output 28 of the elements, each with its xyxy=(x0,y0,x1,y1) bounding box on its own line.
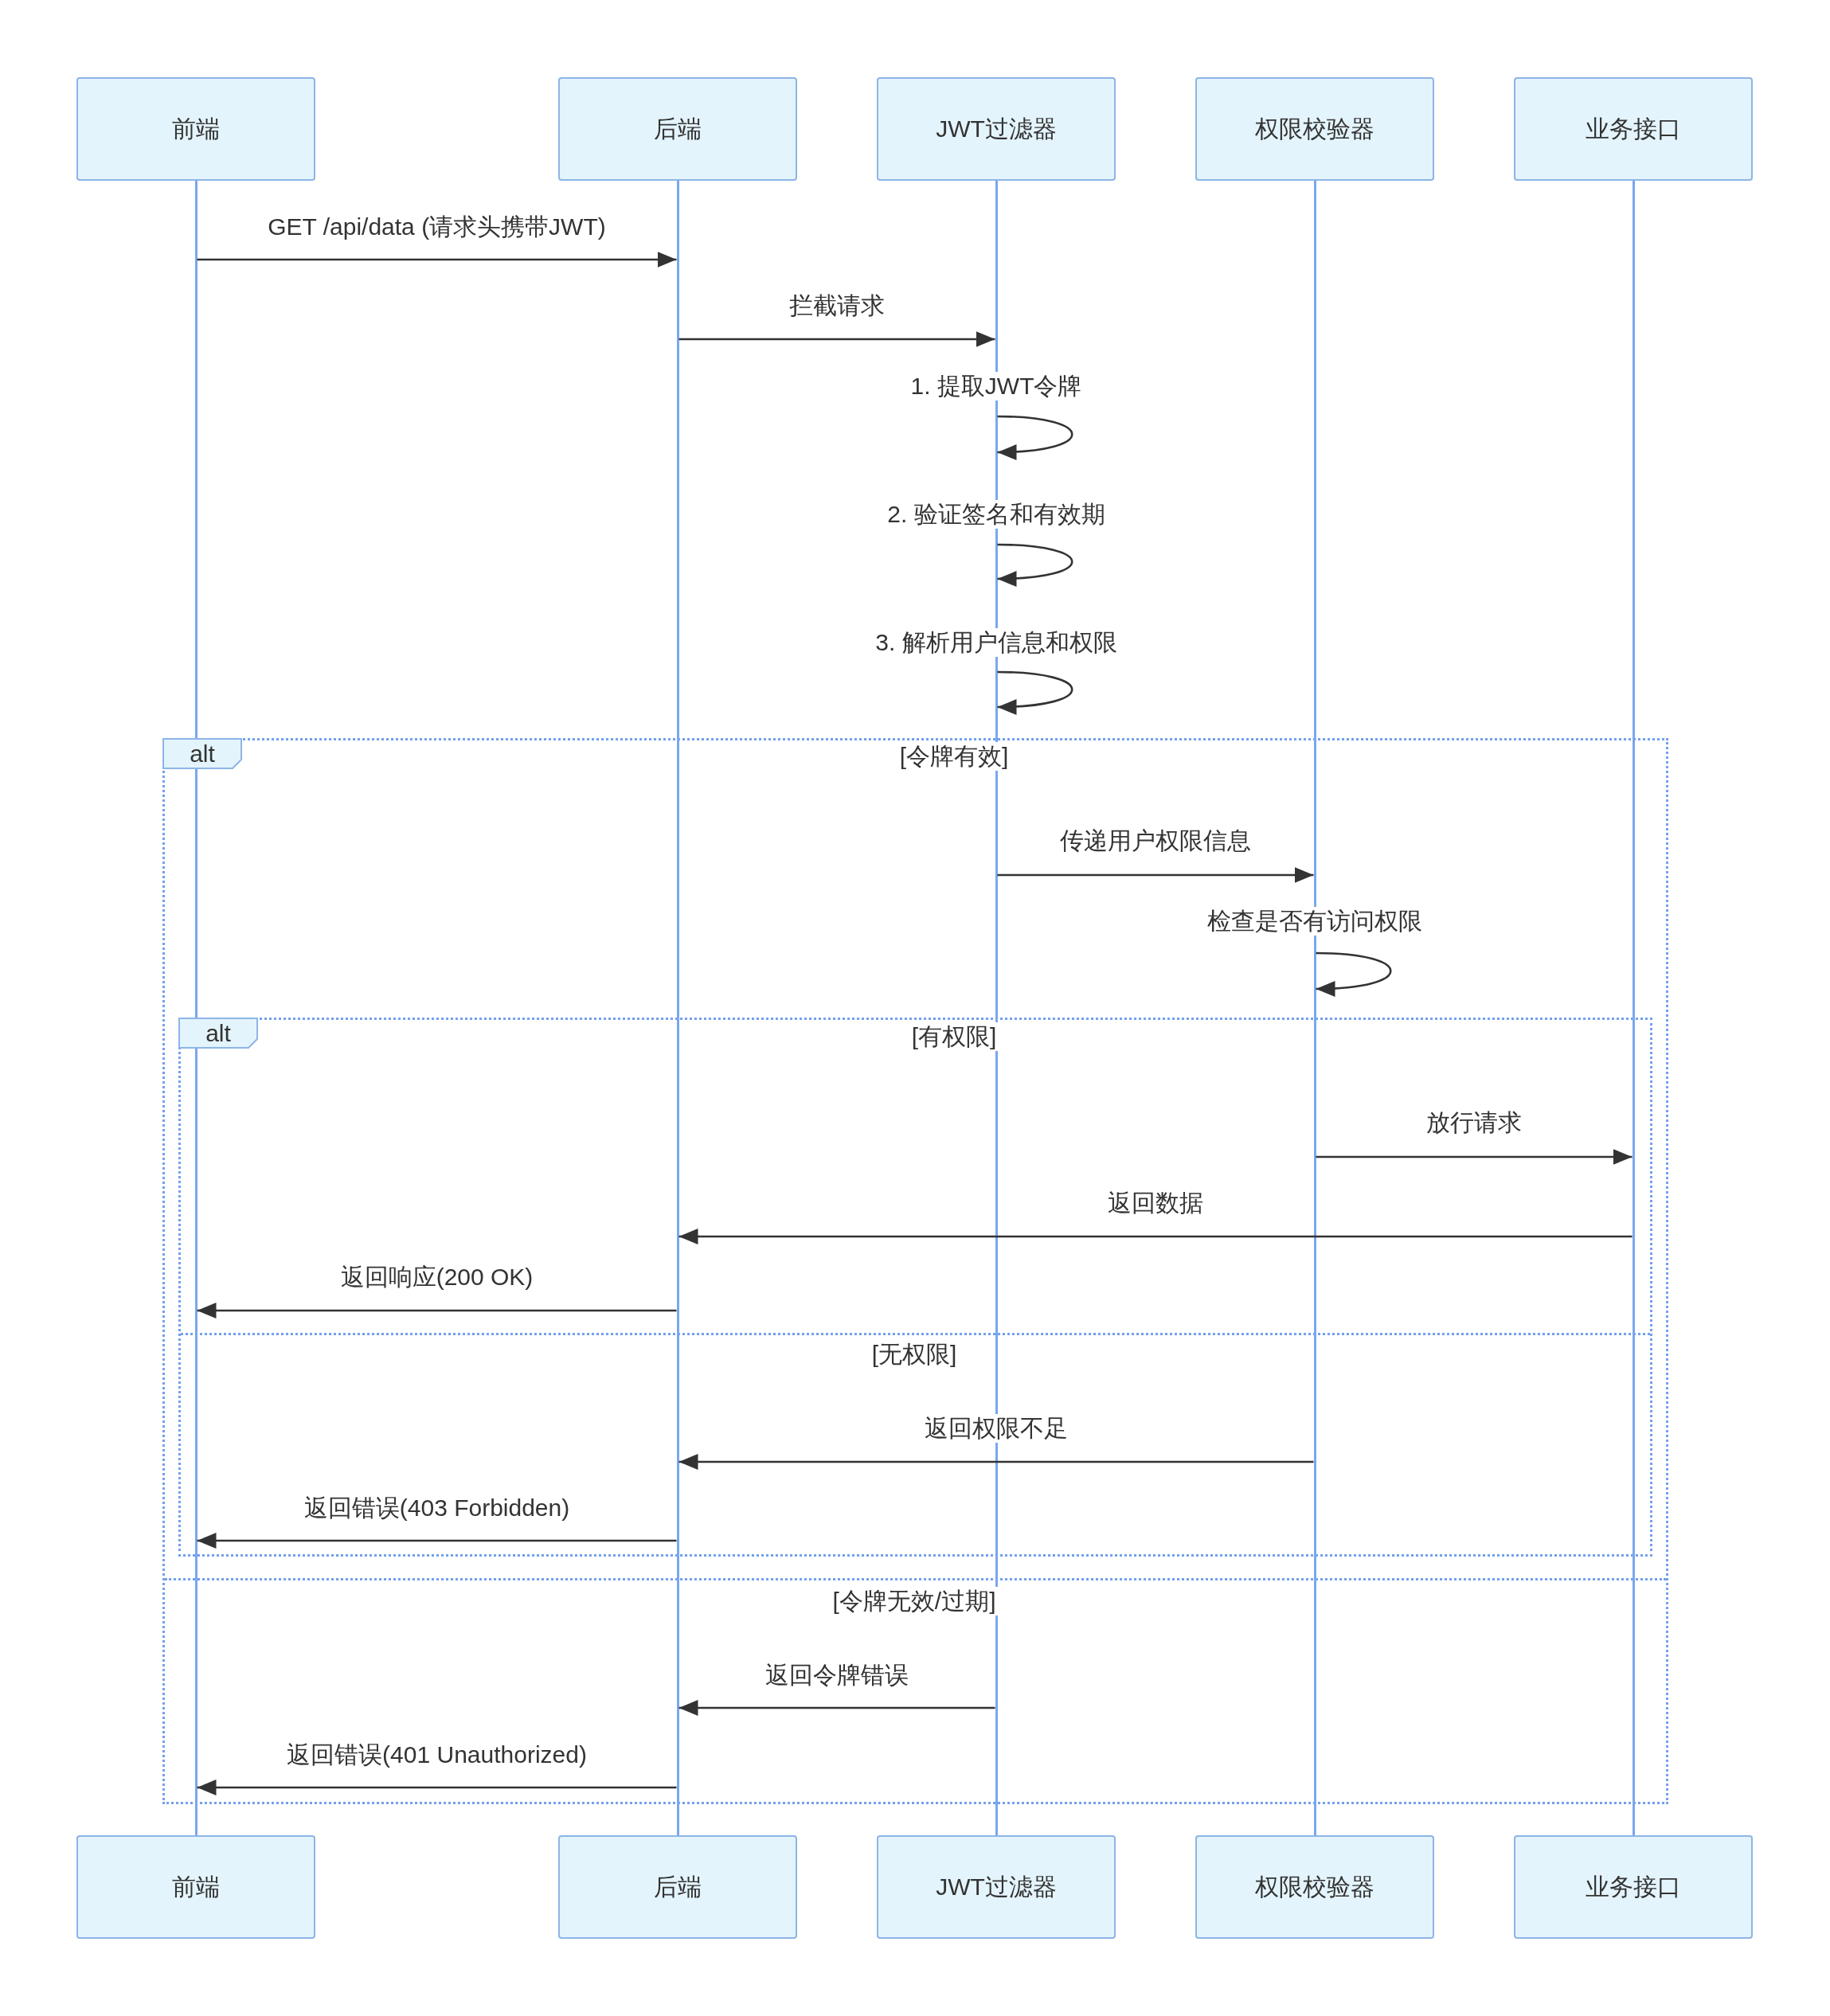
message-arrow xyxy=(678,1700,995,1716)
message-arrow xyxy=(678,1229,1633,1244)
participant-box: 前端 xyxy=(76,77,315,181)
loop-arrow xyxy=(997,415,1073,460)
message-arrow xyxy=(678,1454,1314,1470)
message-arrow xyxy=(997,867,1314,883)
participant-box: 后端 xyxy=(558,77,797,181)
participant-box: JWT过滤器 xyxy=(877,77,1116,181)
participant-box: 业务接口 xyxy=(1514,77,1753,181)
participant-box: 权限校验器 xyxy=(1195,77,1434,181)
message-arrow xyxy=(197,1303,677,1319)
fragment-tab: alt xyxy=(162,738,242,769)
participant-box: 权限校验器 xyxy=(1195,1835,1434,1939)
message-arrow xyxy=(197,1780,677,1795)
participant-box: 后端 xyxy=(558,1835,797,1939)
message-arrow xyxy=(197,1533,677,1549)
message-arrow xyxy=(1316,1149,1633,1165)
message-arrow xyxy=(678,331,995,347)
lifeline xyxy=(676,181,679,1835)
participant-box: JWT过滤器 xyxy=(877,1835,1116,1939)
participant-box: 业务接口 xyxy=(1514,1835,1753,1939)
loop-arrow xyxy=(997,543,1073,587)
message-arrow xyxy=(197,252,677,268)
lifeline xyxy=(1632,181,1635,1835)
loop-arrow xyxy=(1316,951,1391,997)
loop-arrow xyxy=(997,670,1073,715)
fragment-tab: alt xyxy=(178,1018,258,1049)
participant-box: 前端 xyxy=(76,1835,315,1939)
